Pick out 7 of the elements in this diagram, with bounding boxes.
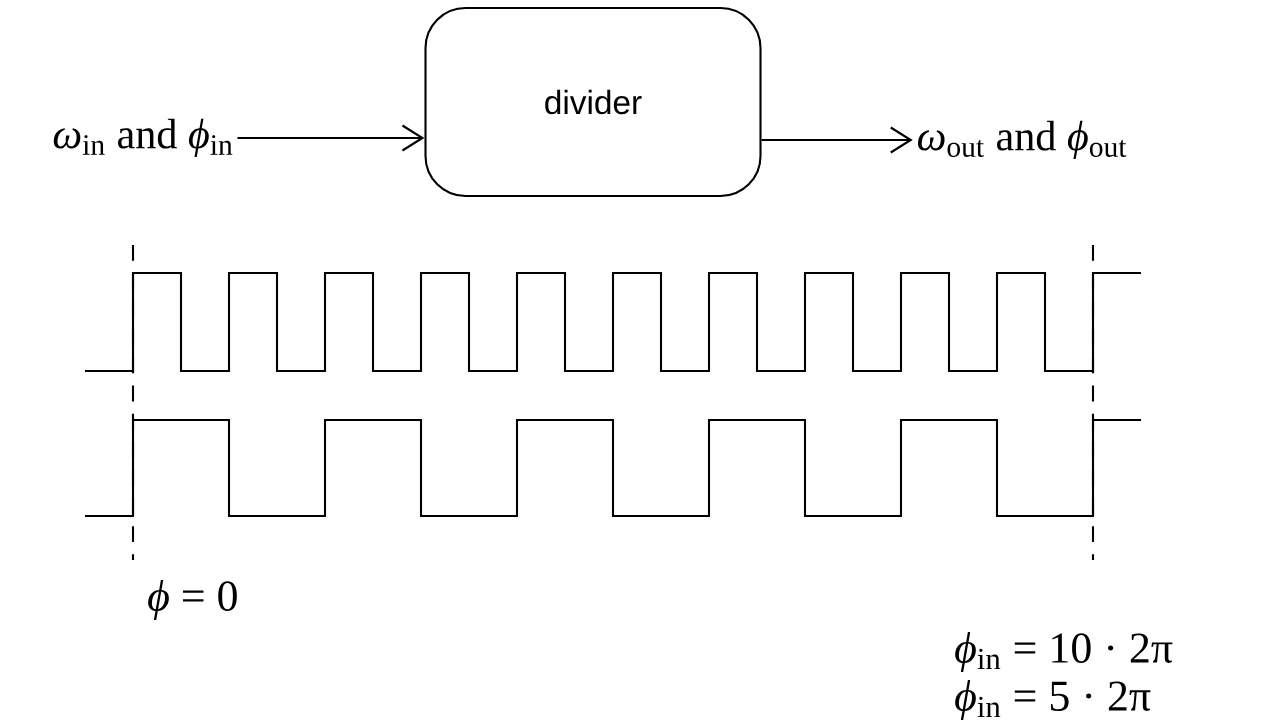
signal-label: ω$_{in}$ and ϕ$_{in}$ bbox=[53, 118, 233, 158]
arrow bbox=[237, 124, 425, 152]
phase-label: ϕ$_{in}$ = 10 · 2π bbox=[955, 632, 1173, 672]
phase-label: ϕ = 0 bbox=[148, 580, 237, 620]
signal-label: ω$_{out}$ and ϕ$_{out}$ bbox=[918, 120, 1127, 160]
arrow bbox=[761, 126, 913, 154]
phase-label: ϕ$_{in}$ = 5 · 2π bbox=[955, 680, 1151, 720]
